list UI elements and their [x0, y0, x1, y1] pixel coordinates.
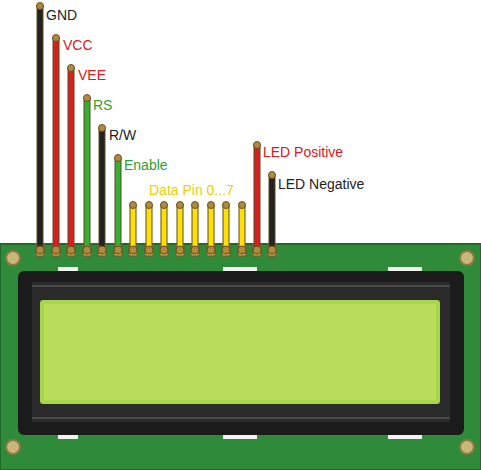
pin-label: LED Negative — [278, 176, 364, 192]
pin-end — [98, 246, 106, 254]
wire — [178, 205, 183, 250]
pin-end — [129, 246, 137, 254]
pin-label: VCC — [63, 37, 93, 53]
wire — [270, 175, 275, 250]
wire — [224, 205, 229, 250]
wire-end — [254, 142, 261, 149]
wire-outline — [115, 158, 122, 250]
wire-end — [269, 172, 276, 179]
lcd-screen-face — [44, 304, 436, 400]
wire-outline — [254, 145, 261, 250]
pin-end — [83, 246, 91, 254]
pin-label: Enable — [124, 157, 168, 173]
pin-end — [207, 246, 215, 254]
wire-outline — [269, 175, 276, 250]
pin-end — [191, 246, 199, 254]
wire-end — [239, 202, 246, 209]
wire-outline — [53, 38, 60, 250]
wire — [209, 205, 214, 250]
pin-end — [176, 246, 184, 254]
wire — [131, 205, 136, 250]
wire-outline — [223, 205, 230, 250]
pin-label: VEE — [78, 67, 106, 83]
lcd-screen — [40, 300, 440, 404]
pin-end — [36, 246, 44, 254]
wire-outline — [37, 6, 44, 250]
pin-label: R/W — [109, 127, 136, 143]
wire — [85, 98, 90, 250]
pcb-outline — [0, 244, 481, 470]
wire-end — [130, 202, 137, 209]
pin-end — [145, 246, 153, 254]
wire-end — [208, 202, 215, 209]
pin-label: RS — [93, 97, 112, 113]
pin-label: LED Positive — [263, 144, 343, 160]
wire — [54, 38, 59, 250]
wire-end — [53, 35, 60, 42]
wire — [162, 205, 167, 250]
mounting-holes — [6, 251, 474, 454]
wire-outline — [239, 205, 246, 250]
pin-end — [67, 246, 75, 254]
pin-end — [268, 246, 276, 254]
lcd-bezel-inner — [32, 282, 450, 422]
wire — [116, 158, 121, 250]
wire — [240, 205, 245, 250]
pin-end — [222, 246, 230, 254]
wire — [255, 145, 260, 250]
wire-end — [192, 202, 199, 209]
wire-end — [37, 3, 44, 10]
wire-outline — [146, 205, 153, 250]
wire-end — [223, 202, 230, 209]
wire — [38, 6, 43, 250]
wire-outline — [192, 205, 199, 250]
pin-end — [160, 246, 168, 254]
wire-end — [161, 202, 168, 209]
wire — [147, 205, 152, 250]
pin-end — [238, 246, 246, 254]
wire-end — [68, 65, 75, 72]
pcb-board — [0, 244, 481, 470]
lcd-bezel — [18, 271, 464, 435]
pin-end — [114, 246, 122, 254]
wire-end — [99, 125, 106, 132]
wire-end — [115, 155, 122, 162]
wire — [100, 128, 105, 250]
wire-outline — [99, 128, 106, 250]
wire-outline — [161, 205, 168, 250]
pin-wires — [36, 3, 276, 257]
wire-outline — [68, 68, 75, 250]
pin-end — [52, 246, 60, 254]
wire-outline — [177, 205, 184, 250]
pin-label: Data Pin 0...7 — [149, 182, 234, 198]
pin-label: GND — [46, 7, 77, 23]
wire-outline — [130, 205, 137, 250]
wire-end — [146, 202, 153, 209]
wire-outline — [84, 98, 91, 250]
wire-end — [177, 202, 184, 209]
wire — [69, 68, 74, 250]
wire — [193, 205, 198, 250]
wire-end — [84, 95, 91, 102]
wire-outline — [208, 205, 215, 250]
pin-end — [253, 246, 261, 254]
